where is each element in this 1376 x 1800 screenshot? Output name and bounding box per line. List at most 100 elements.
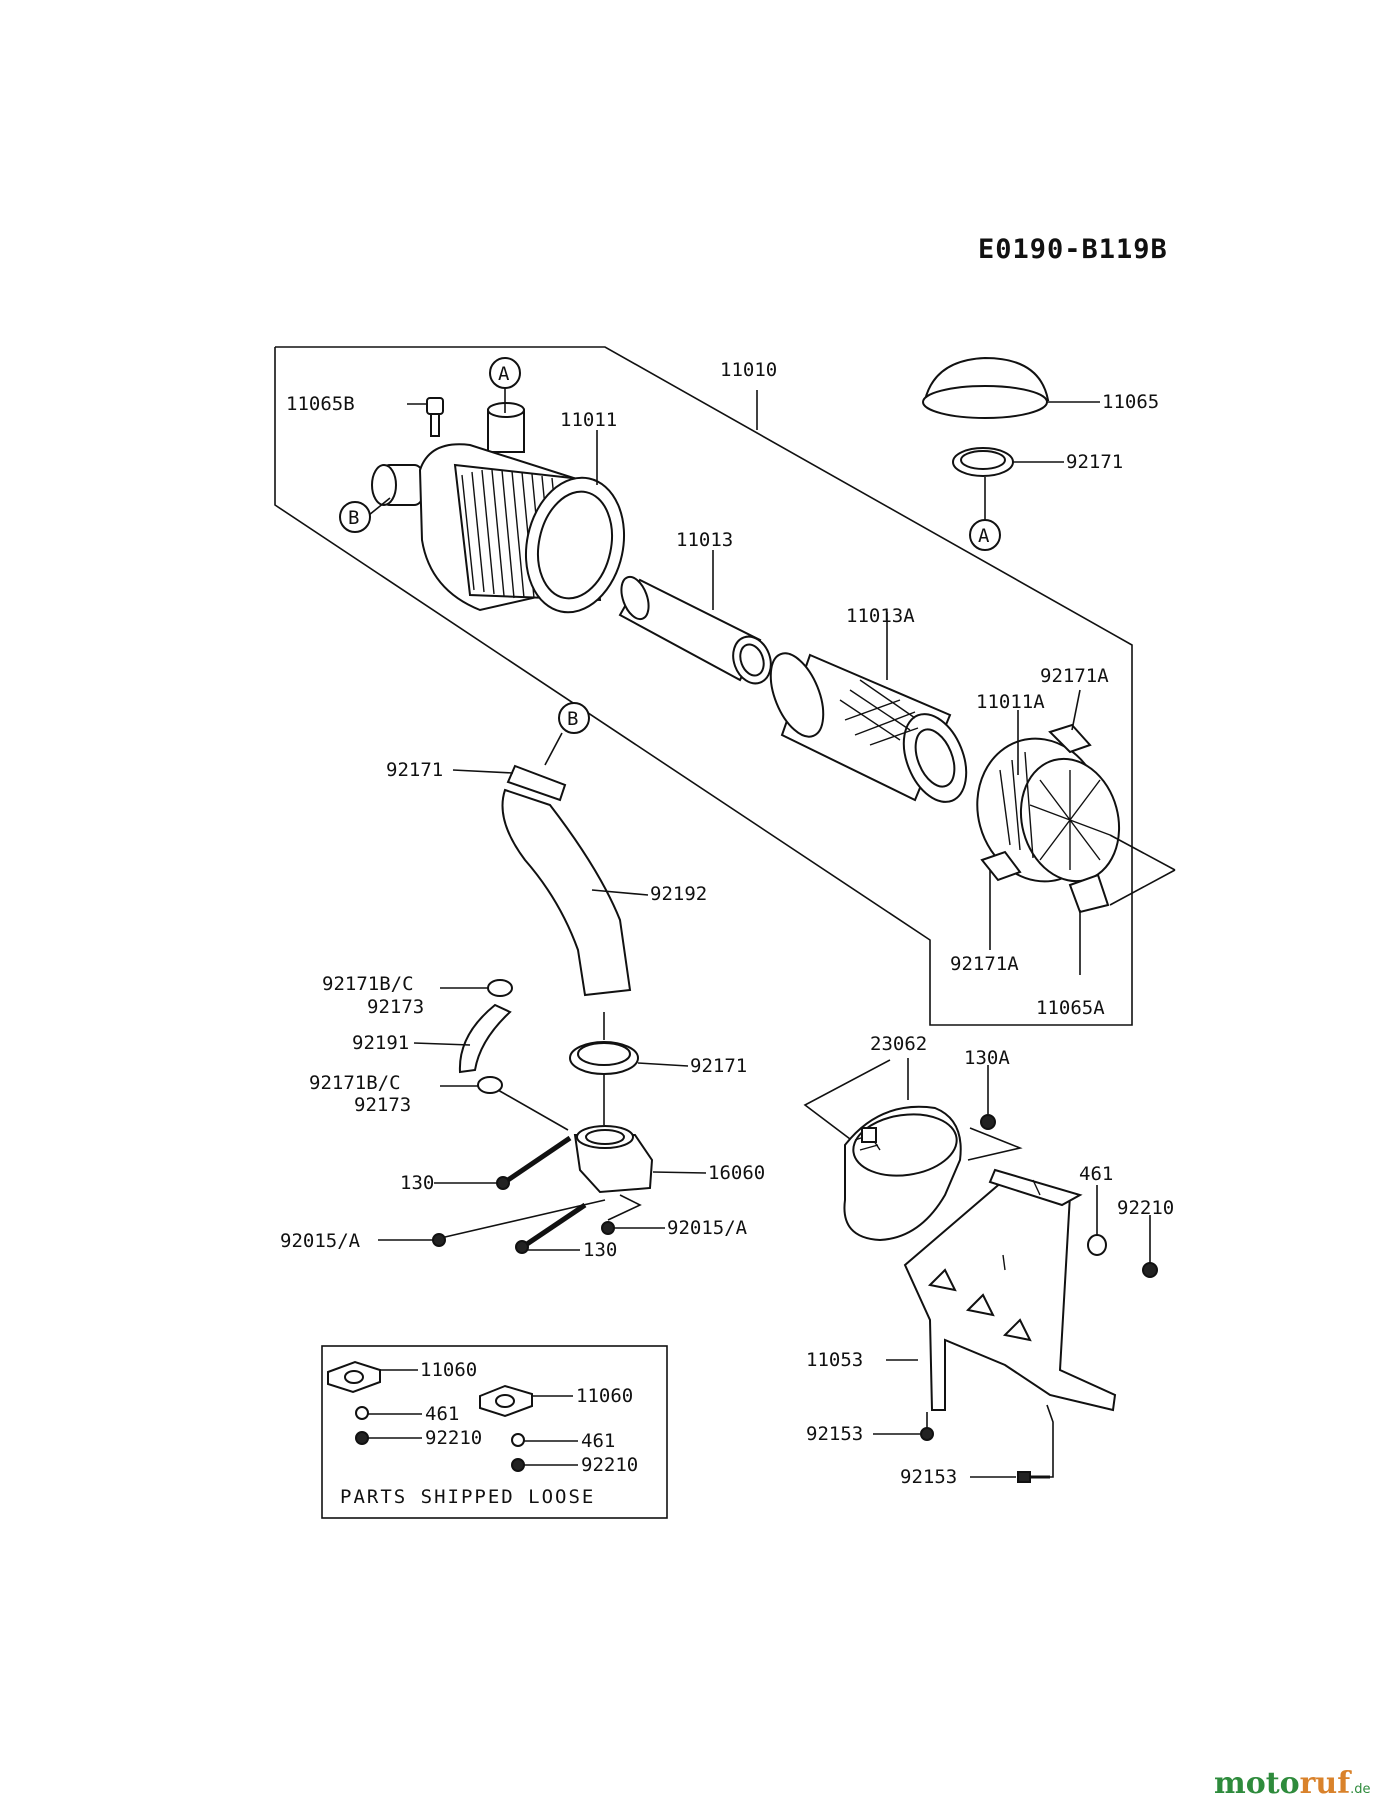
callout-92171BC-2: 92171B/C <box>309 1072 401 1094</box>
leader-connector-b-left <box>368 497 391 516</box>
air-cleaner-housing <box>371 397 626 614</box>
callout-92171-top: 92171 <box>1066 451 1123 473</box>
mounting-stay <box>903 1168 1117 1412</box>
leader-92171A-top <box>1071 689 1081 731</box>
callout-11060-a: 11060 <box>420 1359 477 1381</box>
callout-11065B: 11065B <box>286 393 355 415</box>
callout-11013A: 11013A <box>846 605 915 627</box>
connector-a-top-circle <box>489 357 521 389</box>
air-cleaner-bracket <box>843 1105 962 1242</box>
bolt-130-lower <box>515 1202 587 1254</box>
nut-92210-b <box>511 1458 525 1472</box>
watermark-part-b: ruf <box>1300 1766 1353 1800</box>
connector-b-hose-circle <box>558 702 590 734</box>
nut-92015A-right <box>601 1221 615 1235</box>
callout-92171-clamp: 92171 <box>690 1055 747 1077</box>
assembly-outline <box>274 346 1133 1026</box>
washer-461-a <box>355 1406 369 1420</box>
bolt-92153-b <box>1017 1471 1050 1483</box>
callout-11011: 11011 <box>560 409 617 431</box>
precleaner-cap <box>922 356 1050 419</box>
callout-461-a: 461 <box>425 1403 459 1425</box>
callout-16060: 16060 <box>708 1162 765 1184</box>
leader-cover-axis-b <box>1109 869 1176 906</box>
leader-92192 <box>591 889 649 896</box>
callout-92191: 92191 <box>352 1032 409 1054</box>
callout-11053: 11053 <box>806 1349 863 1371</box>
breather-hose <box>458 1003 512 1074</box>
hose-clamp-top <box>952 447 1014 477</box>
intake-joint <box>573 1125 654 1194</box>
callout-92173-1: 92173 <box>367 996 424 1018</box>
callout-11060-b: 11060 <box>576 1385 633 1407</box>
hose-clamp-upper <box>506 764 567 802</box>
leader-connector-b-hose <box>544 732 563 766</box>
outer-filter-element <box>769 652 968 803</box>
connector-b-hose: B <box>567 708 578 730</box>
callout-11011A: 11011A <box>976 691 1045 713</box>
watermark: motoruf.de <box>1214 1766 1371 1800</box>
connector-b-left-circle <box>339 501 371 533</box>
nut-92210-a <box>355 1431 369 1445</box>
leader-92153-b-ext <box>1046 1404 1054 1478</box>
callout-11010: 11010 <box>720 359 777 381</box>
leader-cover-axis-a <box>1109 834 1176 871</box>
evacuator-valve <box>1068 873 1110 914</box>
callout-92173-2: 92173 <box>354 1094 411 1116</box>
washer-461-b <box>511 1433 525 1447</box>
loose-parts-box <box>321 1345 668 1519</box>
callout-92171BC-1: 92171B/C <box>322 973 414 995</box>
callout-130-a: 130 <box>400 1172 434 1194</box>
callout-11065: 11065 <box>1102 391 1159 413</box>
inner-filter-element <box>618 575 772 685</box>
bolt-130-upper <box>496 1135 572 1190</box>
nut-92210-right <box>1142 1262 1158 1278</box>
callout-23062: 23062 <box>870 1033 927 1055</box>
callout-461-right: 461 <box>1079 1163 1113 1185</box>
callout-92171A-top: 92171A <box>1040 665 1109 687</box>
callout-92153-b: 92153 <box>900 1466 957 1488</box>
washer-461-right <box>1087 1234 1107 1256</box>
callout-92210-b: 92210 <box>581 1454 638 1476</box>
nut-92015A-left <box>432 1233 446 1247</box>
gasket-11060-a <box>327 1360 381 1394</box>
leader-92191 <box>413 1042 471 1046</box>
diagram-code: E0190-B119B <box>978 234 1168 265</box>
callout-11065A: 11065A <box>1036 997 1105 1019</box>
callout-92015A-r: 92015/A <box>667 1217 748 1239</box>
leader-130A-fork <box>967 1127 1023 1161</box>
callout-92153-a: 92153 <box>806 1423 863 1445</box>
callout-130-b: 130 <box>583 1239 617 1261</box>
callout-461-b: 461 <box>581 1430 615 1452</box>
leader-92015A-r-ext <box>607 1194 642 1221</box>
leader-23062-fork <box>803 1059 891 1146</box>
leader-92171-clamp <box>637 1062 689 1067</box>
watermark-part-a: moto <box>1214 1766 1300 1800</box>
callout-92210-a: 92210 <box>425 1427 482 1449</box>
bolt-92153-a <box>920 1427 934 1441</box>
nut-130A <box>980 1114 996 1130</box>
cover-clip-top <box>1048 723 1092 754</box>
callout-92171-hose: 92171 <box>386 759 443 781</box>
callout-92171A-bot: 92171A <box>950 953 1019 975</box>
watermark-part-c: .de <box>1350 1782 1370 1797</box>
air-cleaner-cover <box>976 737 1121 883</box>
callout-92192: 92192 <box>650 883 707 905</box>
hose-clamp-lower <box>569 1041 639 1075</box>
gasket-11060-b <box>479 1384 533 1418</box>
leader-92171-hose <box>452 769 514 774</box>
breather-clamp-2 <box>477 1076 503 1094</box>
callout-92210-right: 92210 <box>1117 1197 1174 1219</box>
breather-clamp-1 <box>487 979 513 997</box>
cover-clip-bottom <box>980 850 1022 882</box>
callout-11013: 11013 <box>676 529 733 551</box>
connector-b-left: B <box>348 507 359 529</box>
connector-a-top: A <box>498 363 510 385</box>
connector-a-right-circle <box>969 519 1001 551</box>
leader-92015A-l-ext <box>444 1199 606 1238</box>
leader-16060 <box>652 1171 707 1174</box>
callout-130A: 130A <box>964 1047 1010 1069</box>
callout-92015A-l: 92015/A <box>280 1230 361 1252</box>
leader-clamp2-to-joint <box>497 1089 569 1131</box>
